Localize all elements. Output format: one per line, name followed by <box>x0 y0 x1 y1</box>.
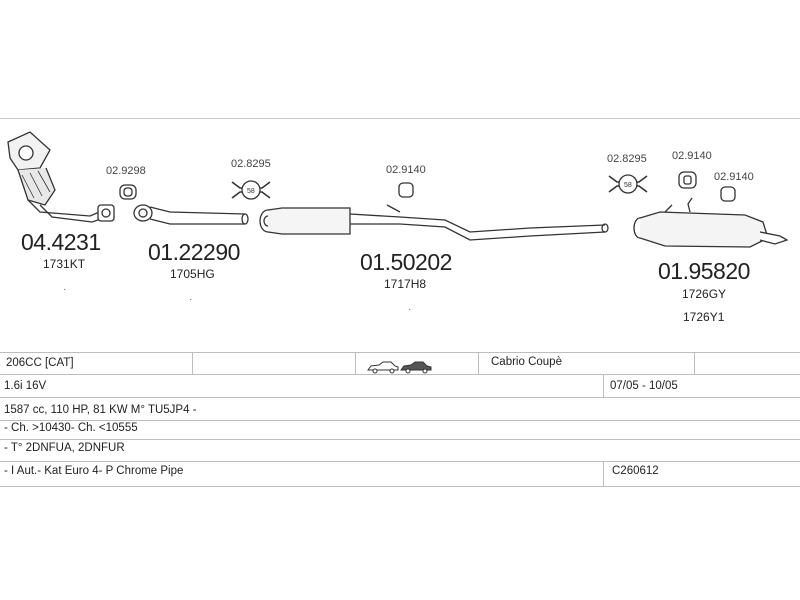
exhaust-diagram: 58 58 <box>7 131 789 248</box>
table-column-divider <box>694 353 695 374</box>
table-column-divider <box>192 353 193 374</box>
car-body-icon <box>367 361 432 374</box>
catalytic-converter-number: 04.4231 <box>21 229 101 255</box>
table-column-divider <box>603 375 604 397</box>
front-pipe-number: 01.22290 <box>148 239 240 265</box>
gasket-ring-drawing <box>119 184 137 200</box>
front-pipe-code: 1705HG <box>170 267 215 281</box>
table-divider <box>0 461 800 462</box>
table-divider <box>0 352 800 353</box>
gasket-ring-ref: 02.9298 <box>106 165 146 177</box>
table-column-divider <box>355 353 356 374</box>
hanger-drawing-centre <box>386 182 414 213</box>
marker-dot: · <box>189 294 193 305</box>
hanger-rear-ref-1: 02.9140 <box>672 150 712 162</box>
clamp-ref-2: 02.8295 <box>607 153 647 165</box>
table-divider <box>0 439 800 440</box>
notes-cell: - I Aut.- Kat Euro 4- P Chrome Pipe <box>4 465 184 477</box>
model-cell: 206CC [CAT] <box>6 357 74 369</box>
rear-silencer-number: 01.95820 <box>658 258 750 284</box>
front-pipe-drawing <box>133 204 249 225</box>
hanger-rear-ref-2: 02.9140 <box>714 171 754 183</box>
rear-silencer-code-1: 1726GY <box>682 287 727 301</box>
hanger-drawing-rear <box>678 171 736 202</box>
clamp-label-1: 58 <box>247 188 255 195</box>
centre-silencer-code: 1717H8 <box>384 277 427 291</box>
marker-dot: · <box>63 284 67 295</box>
marker-dot: · <box>408 304 412 315</box>
table-divider <box>0 486 800 487</box>
specs-cell: 1587 cc, 110 HP, 81 KW M° TU5JP4 - <box>4 404 197 416</box>
table-column-divider <box>478 353 479 374</box>
body-type-cell: Cabrio Coupè <box>491 356 562 368</box>
reference-cell: C260612 <box>612 465 659 477</box>
table-column-divider <box>603 462 604 486</box>
table-divider <box>0 420 800 421</box>
clamp-drawing-1 <box>231 180 271 200</box>
catalytic-converter-drawing <box>7 131 115 223</box>
table-divider <box>0 397 800 398</box>
rear-silencer-code-2: 1726Y1 <box>683 310 725 324</box>
centre-silencer-drawing <box>259 207 609 241</box>
type-cell: - T° 2DNFUA, 2DNFUR <box>4 442 125 454</box>
chassis-cell: - Ch. >10430- Ch. <10555 <box>4 422 138 434</box>
top-border <box>0 118 800 119</box>
table-divider <box>0 374 800 375</box>
hanger-centre-ref: 02.9140 <box>386 164 426 176</box>
engine-cell: 1.6i 16V <box>4 380 47 392</box>
centre-silencer-number: 01.50202 <box>360 249 452 275</box>
clamp-drawing-2 <box>608 174 648 194</box>
clamp-ref-1: 02.8295 <box>231 158 271 170</box>
rear-silencer-drawing <box>633 197 789 248</box>
clamp-label-2: 58 <box>624 182 632 189</box>
catalytic-converter-code: 1731KT <box>43 257 86 271</box>
years-cell: 07/05 - 10/05 <box>610 380 678 392</box>
